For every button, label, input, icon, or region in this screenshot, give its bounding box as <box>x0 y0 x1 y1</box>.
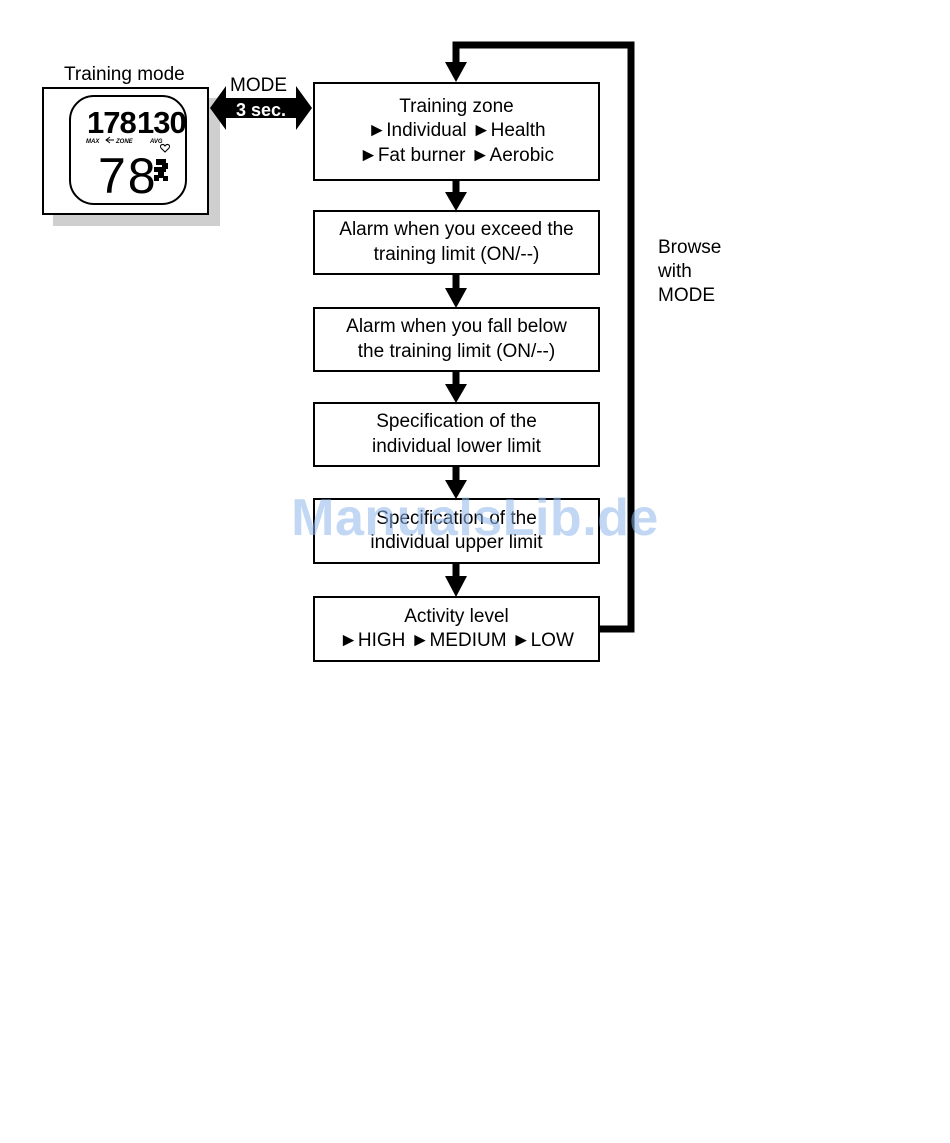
device-display: 178 130 MAX ZONE AVG 78 <box>42 87 209 215</box>
lower-limit-box: Specification of the individual lower li… <box>313 402 600 467</box>
upper-limit-box: Specification of the individual upper li… <box>313 498 600 564</box>
box-line: individual upper limit <box>370 532 543 553</box>
mode-label: MODE <box>230 75 287 96</box>
watch-display-icon: 178 130 MAX ZONE AVG 78 <box>69 95 187 205</box>
training-zone-box: Training zone ►Individual ►Health ►Fat b… <box>313 82 600 181</box>
box-line: the training limit (ON/--) <box>357 340 556 362</box>
activity-level-box: Activity level ►HIGH ►MEDIUM ►LOW <box>313 596 600 662</box>
down-arrows <box>445 180 467 597</box>
box-line: Alarm when you fall below <box>346 316 567 337</box>
heart-icon <box>160 144 170 153</box>
loop-arrowhead <box>445 62 467 82</box>
box-line: ►Individual ►Health <box>367 120 546 142</box>
browse-label: Browse with MODE <box>658 236 721 308</box>
box-line: individual lower limit <box>372 435 541 457</box>
browse-line: with <box>658 261 692 282</box>
box-line: Activity level <box>404 605 509 627</box>
box-line: ►HIGH ►MEDIUM ►LOW <box>339 630 574 651</box>
browse-line: MODE <box>658 285 715 306</box>
box-line: Specification of the <box>376 507 537 529</box>
training-mode-label: Training mode <box>64 64 185 85</box>
device-label-avg: AVG <box>149 139 163 145</box>
box-line: training limit (ON/--) <box>373 243 540 265</box>
mode-duration: 3 sec. <box>235 100 287 120</box>
box-line: ►Fat burner ►Aerobic <box>359 144 554 166</box>
browse-line: Browse <box>658 237 722 258</box>
device-label-max: MAX <box>86 139 100 145</box>
box-line: Training zone <box>399 95 514 117</box>
device-top-left: 178 <box>87 105 136 140</box>
watermark: ManualsLib.de <box>291 489 659 547</box>
device-label-zone: ZONE <box>115 139 134 145</box>
zone-arrow-icon <box>105 136 114 144</box>
alarm-below-box: Alarm when you fall below the training l… <box>313 307 600 372</box>
runner-icon <box>154 159 168 181</box>
box-line: Alarm when you exceed the <box>339 219 574 240</box>
loop-line <box>452 41 635 633</box>
bidirectional-arrow-icon <box>210 86 312 130</box>
device-big-value: 78 <box>98 148 158 204</box>
alarm-exceed-box: Alarm when you exceed the training limit… <box>313 210 600 275</box>
device-top-right: 130 <box>137 105 186 140</box>
box-line: Specification of the <box>376 411 537 432</box>
